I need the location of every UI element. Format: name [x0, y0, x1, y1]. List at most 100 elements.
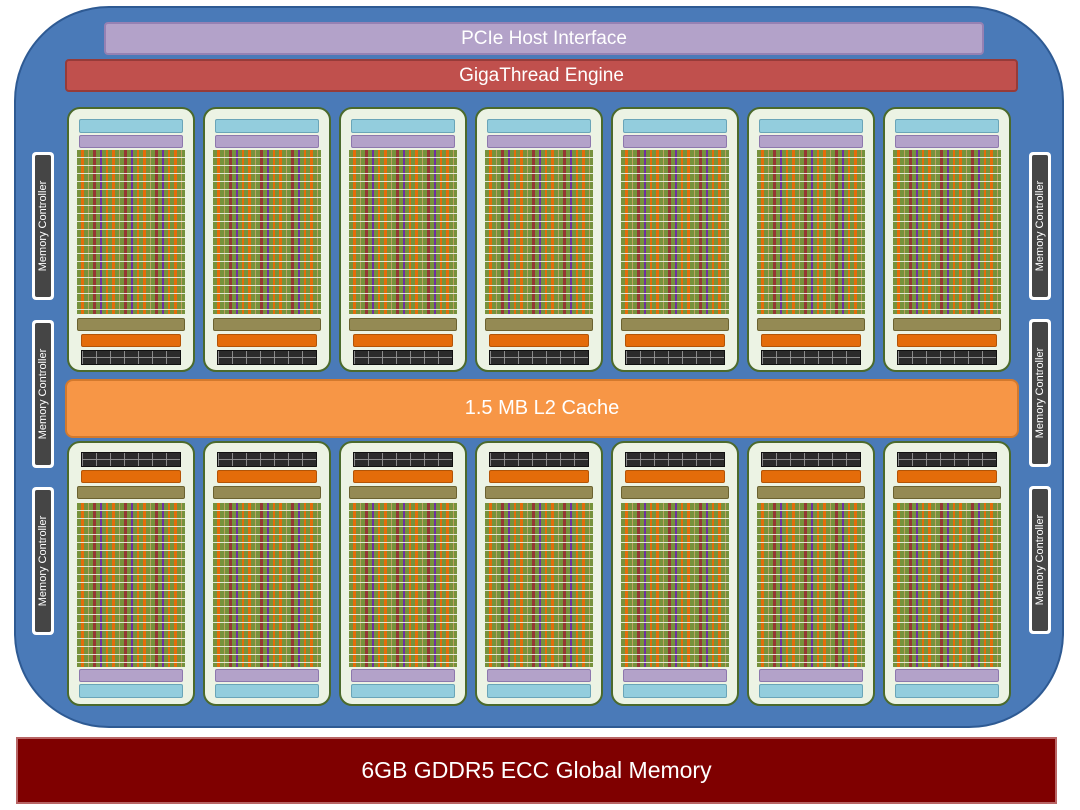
memory-controller-right-1: Memory Controller [1029, 152, 1051, 300]
sm-load-store [217, 470, 317, 483]
sm-cuda-cores [213, 503, 321, 667]
sm-load-store [81, 470, 181, 483]
memory-controller-label: Memory Controller [1034, 180, 1046, 272]
sm-load-store [489, 334, 589, 347]
sm-texture-units [217, 350, 317, 365]
sm-l1-cache [487, 119, 591, 133]
sm-texture-units [217, 452, 317, 467]
streaming-multiprocessor-top-5 [611, 107, 739, 372]
sm-interconnect [485, 486, 593, 499]
streaming-multiprocessor-top-1 [67, 107, 195, 372]
sm-l1-cache [759, 119, 863, 133]
sm-cuda-cores [893, 503, 1001, 667]
sm-texture-units [897, 350, 997, 365]
streaming-multiprocessor-bottom-5 [611, 441, 739, 706]
sm-interconnect [621, 486, 729, 499]
sm-cuda-cores [77, 503, 185, 667]
sm-interconnect [893, 318, 1001, 331]
sm-load-store [353, 470, 453, 483]
sm-l1-cache [623, 684, 727, 698]
sm-l1-cache [623, 119, 727, 133]
sm-texture-units [353, 350, 453, 365]
sm-interconnect [621, 318, 729, 331]
sm-l1-cache [759, 684, 863, 698]
sm-register-file [759, 135, 863, 148]
streaming-multiprocessor-top-6 [747, 107, 875, 372]
sm-cuda-cores [621, 503, 729, 667]
sm-cuda-cores [757, 503, 865, 667]
sm-texture-units [489, 350, 589, 365]
streaming-multiprocessor-bottom-1 [67, 441, 195, 706]
l2-cache-label: 1.5 MB L2 Cache [464, 397, 620, 419]
sm-l1-cache [351, 119, 455, 133]
streaming-multiprocessor-bottom-2 [203, 441, 331, 706]
sm-l1-cache [215, 119, 319, 133]
memory-controller-right-2: Memory Controller [1029, 319, 1051, 467]
sm-load-store [489, 470, 589, 483]
sm-register-file [895, 135, 999, 148]
sm-load-store [761, 470, 861, 483]
sm-load-store [353, 334, 453, 347]
sm-cuda-cores [213, 150, 321, 314]
sm-l1-cache [351, 684, 455, 698]
sm-register-file [487, 669, 591, 682]
sm-interconnect [757, 318, 865, 331]
sm-l1-cache [79, 684, 183, 698]
memory-controller-label: Memory Controller [37, 515, 49, 607]
sm-load-store [217, 334, 317, 347]
memory-controller-left-2: Memory Controller [32, 320, 54, 468]
sm-interconnect [349, 318, 457, 331]
memory-controller-right-3: Memory Controller [1029, 486, 1051, 634]
streaming-multiprocessor-top-2 [203, 107, 331, 372]
sm-texture-units [353, 452, 453, 467]
sm-load-store [897, 470, 997, 483]
memory-controller-label: Memory Controller [37, 348, 49, 440]
memory-controller-label: Memory Controller [1034, 347, 1046, 439]
sm-interconnect [485, 318, 593, 331]
sm-cuda-cores [893, 150, 1001, 314]
sm-register-file [623, 669, 727, 682]
sm-l1-cache [895, 119, 999, 133]
sm-texture-units [761, 350, 861, 365]
sm-register-file [79, 135, 183, 148]
sm-texture-units [897, 452, 997, 467]
sm-interconnect [213, 486, 321, 499]
sm-cuda-cores [349, 150, 457, 314]
sm-cuda-cores [757, 150, 865, 314]
sm-interconnect [77, 318, 185, 331]
streaming-multiprocessor-top-3 [339, 107, 467, 372]
sm-register-file [215, 669, 319, 682]
sm-cuda-cores [485, 503, 593, 667]
sm-load-store [81, 334, 181, 347]
global-memory: 6GB GDDR5 ECC Global Memory [16, 737, 1057, 804]
sm-register-file [759, 669, 863, 682]
sm-texture-units [81, 452, 181, 467]
sm-register-file [623, 135, 727, 148]
streaming-multiprocessor-bottom-3 [339, 441, 467, 706]
streaming-multiprocessor-bottom-6 [747, 441, 875, 706]
sm-load-store [897, 334, 997, 347]
pcie-label: PCIe Host Interface [461, 27, 627, 49]
sm-load-store [761, 334, 861, 347]
sm-texture-units [81, 350, 181, 365]
pcie-host-interface: PCIe Host Interface [104, 22, 984, 55]
sm-interconnect [77, 486, 185, 499]
sm-cuda-cores [621, 150, 729, 314]
sm-texture-units [625, 452, 725, 467]
sm-l1-cache [79, 119, 183, 133]
l2-cache: 1.5 MB L2 Cache [65, 379, 1019, 438]
sm-load-store [625, 334, 725, 347]
sm-l1-cache [895, 684, 999, 698]
sm-l1-cache [215, 684, 319, 698]
global-memory-label: 6GB GDDR5 ECC Global Memory [361, 757, 712, 783]
streaming-multiprocessor-bottom-4 [475, 441, 603, 706]
sm-cuda-cores [485, 150, 593, 314]
sm-cuda-cores [77, 150, 185, 314]
sm-interconnect [757, 486, 865, 499]
sm-texture-units [761, 452, 861, 467]
sm-load-store [625, 470, 725, 483]
sm-interconnect [213, 318, 321, 331]
memory-controller-left-3: Memory Controller [32, 487, 54, 635]
memory-controller-left-1: Memory Controller [32, 152, 54, 300]
sm-register-file [895, 669, 999, 682]
